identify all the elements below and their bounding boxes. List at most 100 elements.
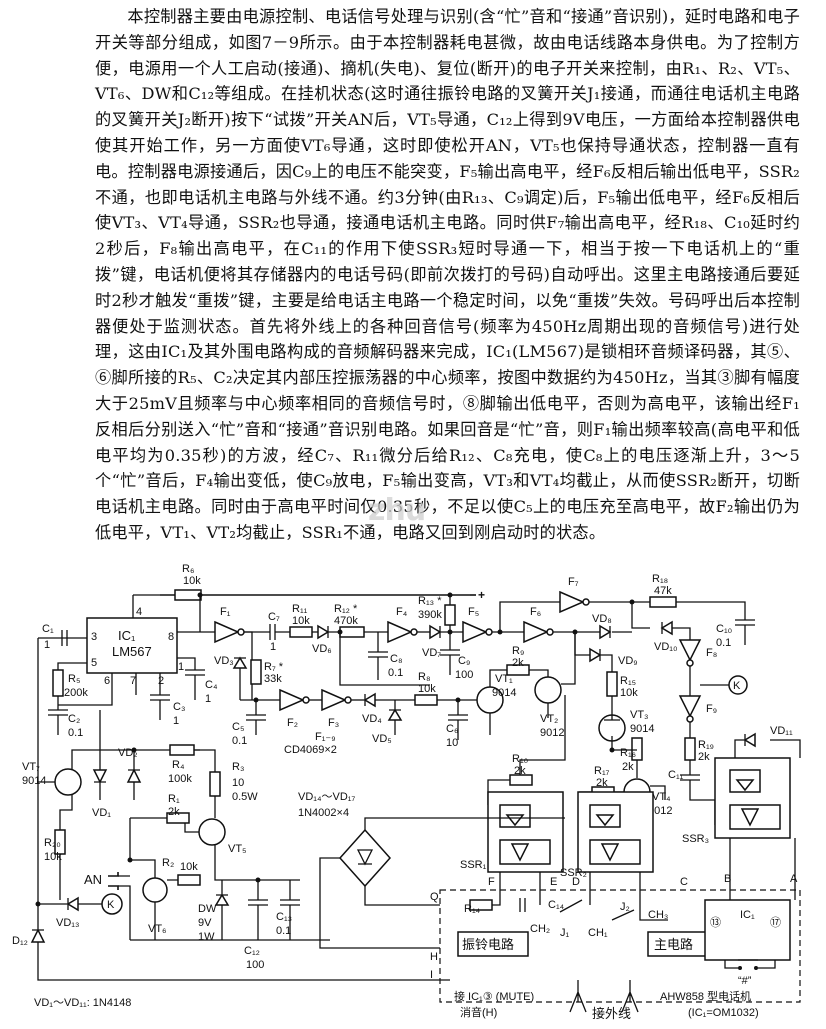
diode-vd13: [66, 896, 79, 912]
label-j1: J₁: [560, 927, 570, 939]
label-r1: R₁: [168, 793, 180, 805]
label-r11: R₁₁: [292, 603, 308, 615]
resistor-r5: [52, 669, 64, 697]
pin-e: E: [550, 876, 557, 888]
value-r16: 2k: [622, 761, 634, 773]
value-r18: 47k: [654, 585, 672, 597]
label-f1: F₁: [220, 606, 231, 618]
resistor-r2: [177, 874, 201, 886]
value-c9: 100: [455, 669, 473, 681]
value-r10: 2k: [514, 765, 526, 777]
label-ch2: CH₂: [530, 923, 550, 935]
value-r4: 100k: [168, 773, 192, 785]
value-r15: 10k: [620, 687, 638, 699]
ic1-name: IC₁: [118, 628, 136, 643]
pin-f: F: [488, 876, 495, 888]
resistor-r8: [414, 694, 438, 706]
label-f4: F₄: [396, 606, 408, 618]
label-c3: C₃: [173, 701, 185, 713]
pin-A: A: [790, 873, 798, 885]
gate-f3: [321, 688, 347, 712]
label-c13: C₁₃: [276, 911, 292, 923]
gate-f4: [387, 620, 413, 644]
value-vt2: 9012: [540, 727, 564, 739]
switch-an[interactable]: [108, 872, 119, 890]
gate-f8: [678, 639, 702, 662]
diode-vd3: [232, 656, 248, 669]
pin-4: 4: [136, 606, 142, 618]
pin-c: C: [680, 876, 688, 888]
resistor-r11: [289, 626, 313, 638]
label-ssr2: SSR₂: [560, 867, 587, 879]
gate-chip: CD4069×2: [284, 744, 337, 756]
label-f3: F₃: [328, 717, 339, 729]
value-c2: 0.1: [68, 727, 83, 739]
value-r13: 390k: [418, 609, 442, 621]
label-ch1: CH₁: [588, 927, 608, 939]
label-vd1: VD₁: [92, 807, 111, 819]
ic1-lm567: [86, 617, 178, 674]
label-r10: R₁₀: [512, 753, 528, 765]
label-r13: R₁₃ *: [418, 595, 442, 607]
value-c6: 10: [446, 737, 458, 749]
value-vt3: 9014: [630, 723, 654, 735]
label-r20: R₂₀: [44, 837, 61, 849]
key-hash-label[interactable]: “#”: [738, 975, 752, 987]
resistor-r19: [684, 737, 696, 761]
label-r6: R₆: [182, 563, 194, 575]
zener-dw: [214, 893, 230, 906]
resistor-r1: [166, 812, 190, 824]
label-c10: C₁₀: [716, 623, 732, 635]
label-vt7: VT₇: [22, 761, 40, 773]
value-dw: 9V: [198, 917, 212, 929]
value-c3: 1: [173, 715, 179, 727]
value-vt1: 9014: [492, 687, 516, 699]
label-c8: C₈: [390, 653, 403, 665]
resistor-r4: [169, 744, 195, 756]
label-d12: D₁₂: [12, 935, 28, 947]
label-f2: F₂: [287, 717, 298, 729]
test-point-k-left-label: K: [107, 899, 115, 911]
transistor-vt5: [198, 818, 226, 846]
paragraph-text: 本控制器主要由电源控制、电话信号处理与识别(含“忙”音和“接通”音识别)，延时电…: [95, 7, 800, 542]
diode-d12: [30, 928, 46, 943]
switch-an-label[interactable]: AN: [84, 872, 102, 887]
value-r2: 10k: [180, 861, 198, 873]
diode-vd2: [126, 768, 142, 783]
label-vd13: VD₁₃: [56, 917, 79, 929]
phone-box: [439, 889, 801, 1003]
label-r18: R₁₈: [652, 573, 668, 585]
mute-sub: 消音(H): [460, 1005, 497, 1019]
label-f9: F₉: [706, 703, 717, 715]
value-r20: 10k: [44, 851, 62, 863]
label-r7: R₇ *: [264, 661, 284, 673]
gate-f7: [559, 590, 585, 614]
resistor-r14: [469, 899, 493, 911]
diode-vd6: [317, 624, 330, 640]
label-vt2: VT₂: [540, 713, 558, 725]
label-vd10: VD₁₀: [654, 641, 678, 653]
watermark: zhu: [368, 493, 426, 528]
resistor-r3: [209, 771, 221, 797]
ssr2: [577, 791, 654, 873]
pin-2: 2: [158, 675, 164, 687]
diode-vd11: [743, 732, 756, 748]
label-ssr3: SSR₃: [682, 833, 709, 845]
ringer-block: [457, 931, 529, 957]
ssr3: [714, 757, 791, 839]
label-dw: DW: [198, 903, 217, 915]
label-r15: R₁₅: [620, 675, 636, 687]
diode-note: VD₁～VD₁₁: 1N4148: [34, 997, 131, 1009]
label-vd11: VD₁₁: [770, 725, 793, 737]
value-c4: 1: [205, 693, 211, 705]
value-c13: 0.1: [276, 925, 291, 937]
label-c2: C₂: [68, 713, 80, 725]
key-hash[interactable]: [724, 960, 776, 969]
pin-6: 6: [104, 675, 110, 687]
value-r3: 10: [232, 777, 244, 789]
transistor-vt2: [534, 676, 562, 704]
diode-vd7: [429, 624, 442, 640]
pin-17: ⑰: [770, 916, 781, 929]
power-dw: 1W: [198, 931, 215, 943]
diode-vd10: [660, 620, 673, 636]
